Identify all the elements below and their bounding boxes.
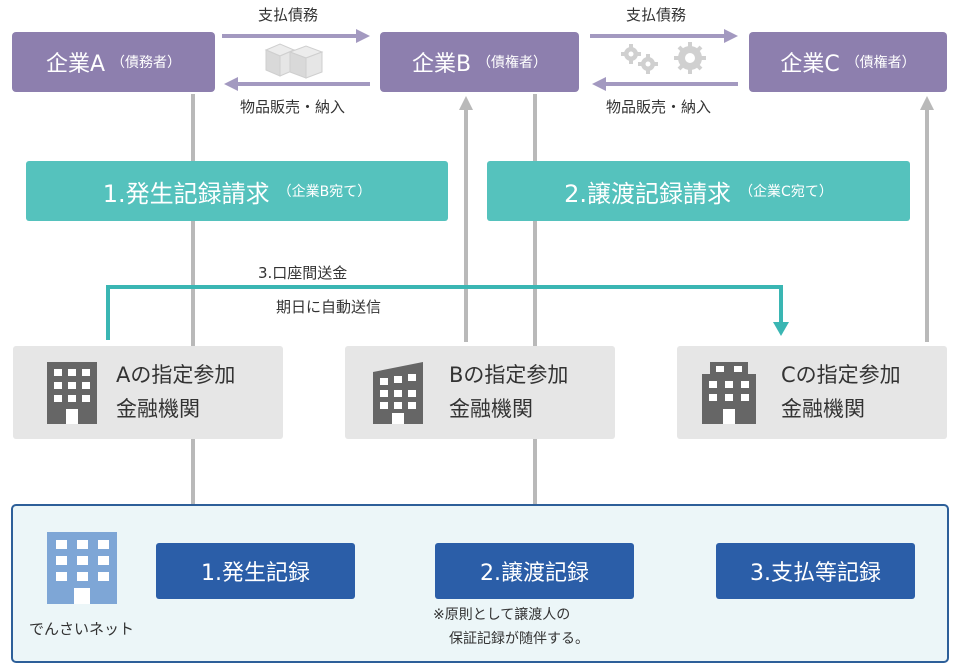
flow-bc-bottom-label: 物品販売・納入 [606,98,712,116]
company-a-box: 企業A （債務者） [12,32,215,92]
flow-arrow-b-to-c [590,29,738,43]
record-2-box: 2.譲渡記録 [435,543,634,599]
line-bankb-to-b [459,96,473,342]
company-b-name: 企業B [411,52,472,77]
line-bankc-to-c [920,96,934,342]
record-note: ※原則として譲渡人の 保証記録が随伴する。 [433,603,589,651]
bank-b-line2: 金融機関 [449,397,533,421]
record-3-label: 3.支払等記録 [750,561,881,586]
flow-ab-top-label: 支払債務 [258,6,319,24]
building-b-icon [373,362,423,424]
line-b-to-network [528,94,542,530]
line-a-to-network [186,94,200,530]
company-b-role: （債権者） [477,55,548,71]
transfer-bottom-label: 期日に自動送信 [276,298,382,316]
densai-building-icon [47,532,117,604]
bank-a-box: Aの指定参加 金融機関 [13,346,283,439]
flow-bc-top-label: 支払債務 [626,6,687,24]
record-note-line2: 保証記録が随伴する。 [449,631,589,647]
company-c-role: （債権者） [845,55,916,71]
record-1-box: 1.発生記録 [156,543,355,599]
request-1-sub: （企業B宛て） [277,184,372,200]
company-c-box: 企業C （債権者） [749,32,947,92]
request-1-box: 1.発生記録請求 （企業B宛て） [26,161,448,221]
building-c-icon [702,362,756,424]
bank-b-line1: Bの指定参加 [449,363,569,387]
building-a-icon [47,362,97,424]
flow-ab-bottom-label: 物品販売・納入 [240,98,346,116]
bank-c-line1: Cの指定参加 [781,363,901,387]
company-a-name: 企業A [45,52,106,77]
transfer-line [106,285,789,340]
densai-name: でんさいネット [29,620,135,638]
transfer-top-label: 3.口座間送金 [258,264,348,282]
bank-c-line2: 金融機関 [781,397,865,421]
bank-a-line1: Aの指定参加 [116,363,236,387]
record-note-line1: ※原則として譲渡人の [433,607,571,623]
company-b-box: 企業B （債権者） [380,32,579,92]
flow-arrow-c-to-b [592,77,738,91]
record-3-box: 3.支払等記録 [716,543,915,599]
request-2-label: 2.譲渡記録請求 [564,179,732,208]
record-2-label: 2.譲渡記録 [480,561,589,586]
company-a-role: （債務者） [111,55,182,71]
flow-arrow-b-to-a [224,77,370,91]
bank-a-line2: 金融機関 [116,397,200,421]
request-2-box: 2.譲渡記録請求 （企業C宛て） [487,161,910,221]
flow-arrow-a-to-b [222,29,370,43]
record-1-label: 1.発生記録 [201,561,310,586]
bank-c-box: Cの指定参加 金融機関 [677,346,947,439]
company-c-name: 企業C [780,52,840,77]
request-1-label: 1.発生記録請求 [102,179,270,208]
bank-b-box: Bの指定参加 金融機関 [345,346,615,439]
request-2-sub: （企業C宛て） [739,184,833,200]
densai-network-panel: でんさいネット 1.発生記録 2.譲渡記録 3.支払等記録 ※原則として譲渡人の… [11,504,949,663]
